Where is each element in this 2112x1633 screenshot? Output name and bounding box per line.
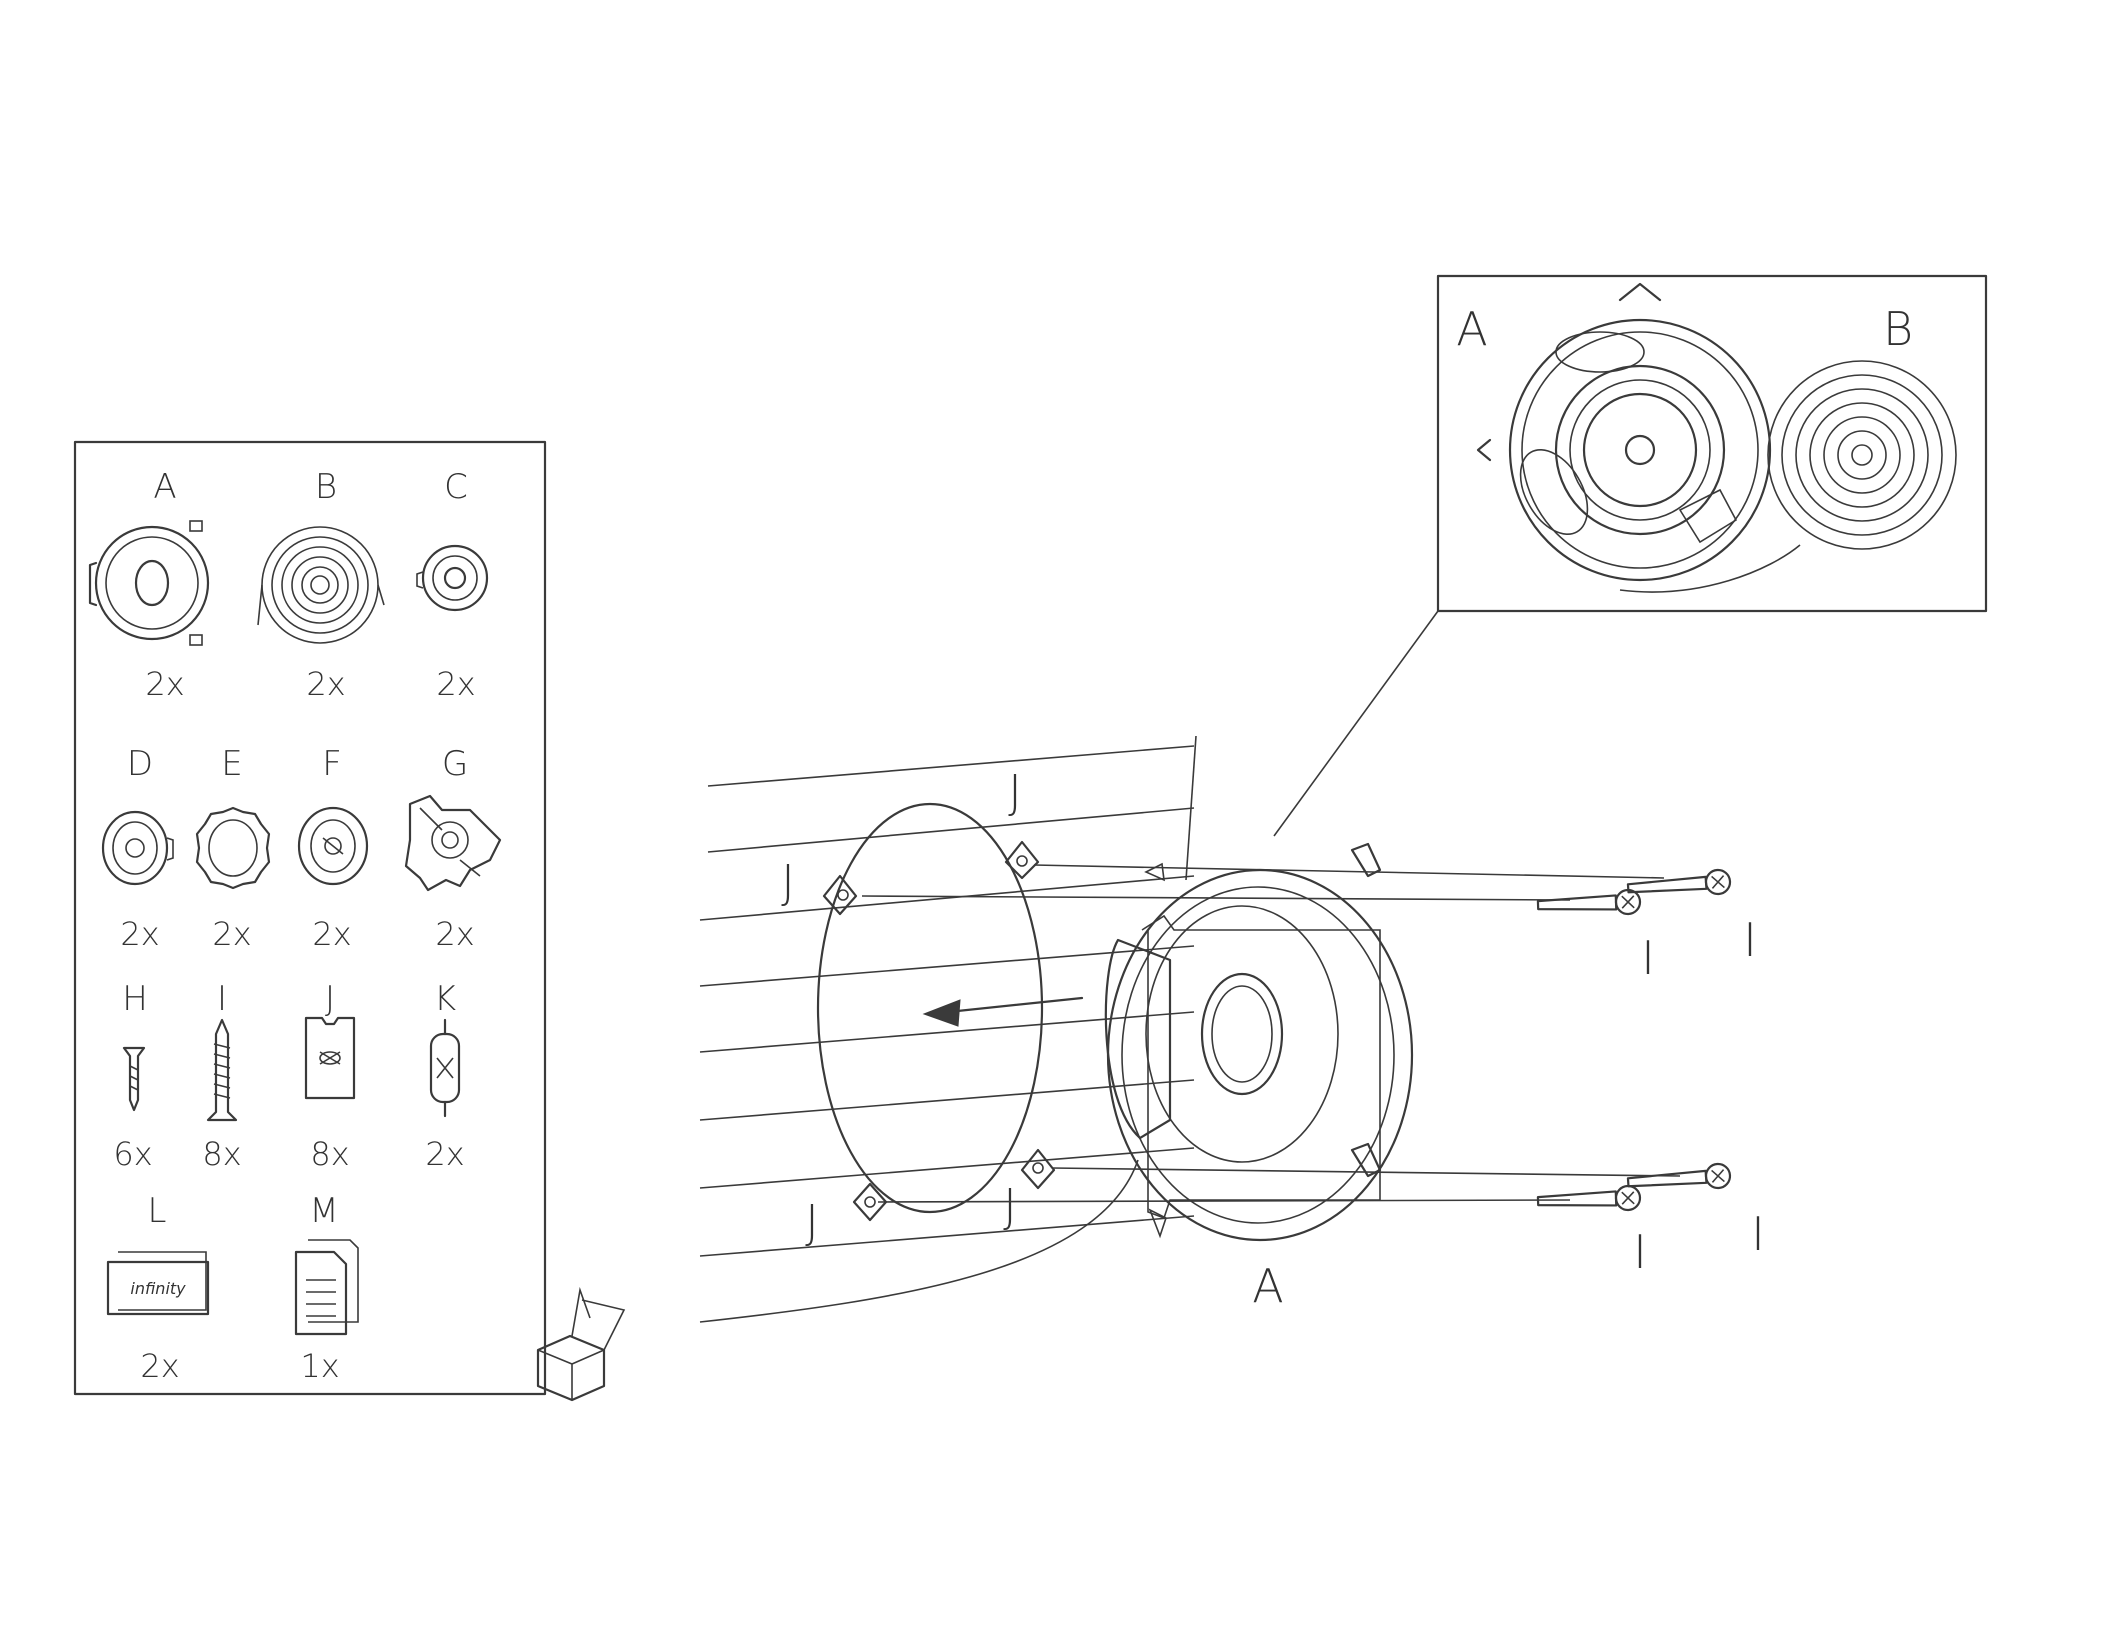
coiled-wire-icon <box>258 527 384 643</box>
mounting-screws <box>1538 869 1731 1213</box>
clip-label-bottom-right: J <box>1003 1179 1017 1233</box>
mounting-ring-icon <box>197 808 269 888</box>
clip-label-left: J <box>781 855 795 909</box>
screw-top-right <box>1627 869 1730 900</box>
infinity-badge-icon: infinity <box>108 1252 208 1314</box>
part-letter-i: I <box>217 979 227 1019</box>
clip-label-bottom-left: J <box>805 1195 819 1249</box>
coaxial-speaker-icon <box>90 521 208 645</box>
detail-inset: A B <box>1438 276 1986 611</box>
part-qty-j: 8x <box>310 1135 349 1173</box>
angled-mount-icon <box>406 796 500 890</box>
tweeter-flush-mount-icon <box>103 812 173 884</box>
screw-label-1: I <box>1641 931 1655 985</box>
screw-label-2: I <box>1743 913 1757 967</box>
part-qty-d: 2x <box>120 915 159 953</box>
speed-clip-icon <box>306 1018 354 1098</box>
part-letter-l: L <box>148 1191 167 1231</box>
part-qty-h: 6x <box>113 1135 152 1173</box>
guide-lines <box>862 865 1680 1202</box>
tweeter-icon <box>417 546 487 610</box>
part-letter-j: J <box>325 979 335 1019</box>
part-letter-g: G <box>442 744 468 784</box>
screw-label-3: I <box>1633 1225 1647 1279</box>
screw-bottom-right <box>1627 1163 1730 1194</box>
inset-label-a: A <box>1456 302 1487 356</box>
part-qty-m: 1x <box>300 1347 339 1385</box>
inset-label-b: B <box>1883 302 1913 356</box>
speaker-rear-view-icon <box>1478 284 1770 580</box>
part-qty-g: 2x <box>435 915 474 953</box>
part-letter-b: B <box>315 467 337 507</box>
screw-label-4: I <box>1751 1207 1765 1261</box>
part-letter-k: K <box>434 979 456 1019</box>
manual-document-icon <box>296 1240 358 1334</box>
inline-capacitor-icon <box>431 1020 459 1116</box>
tweeter-cup-icon <box>299 808 367 884</box>
insertion-arrow <box>924 998 1082 1026</box>
part-letter-c: C <box>444 467 468 507</box>
part-qty-c: 2x <box>436 665 475 703</box>
part-letter-m: M <box>309 1191 338 1231</box>
infinity-badge-text: infinity <box>130 1279 186 1298</box>
part-qty-f: 2x <box>312 915 351 953</box>
door-panel <box>700 736 1196 1322</box>
screw-top-left <box>1538 890 1641 918</box>
part-letter-a: A <box>153 467 176 507</box>
clip-label-top: J <box>1008 765 1022 819</box>
speaker-label: A <box>1252 1259 1283 1313</box>
open-box-icon <box>538 1290 624 1400</box>
part-letter-e: E <box>221 744 242 784</box>
part-qty-l: 2x <box>140 1347 179 1385</box>
short-screw-icon <box>124 1048 144 1110</box>
coaxial-speaker-assembly <box>1106 844 1412 1240</box>
part-letter-h: H <box>122 979 148 1019</box>
part-qty-i: 8x <box>202 1135 241 1173</box>
part-letter-d: D <box>127 744 153 784</box>
part-letter-f: F <box>322 744 342 784</box>
part-qty-a: 2x <box>145 665 184 703</box>
part-qty-k: 2x <box>425 1135 464 1173</box>
part-qty-b: 2x <box>306 665 345 703</box>
inset-leader-line <box>1274 611 1438 836</box>
parts-list: A B C 2x 2x <box>75 442 545 1394</box>
inset-coiled-wire-icon <box>1768 361 1956 549</box>
part-qty-e: 2x <box>212 915 251 953</box>
long-screw-icon <box>208 1020 236 1120</box>
